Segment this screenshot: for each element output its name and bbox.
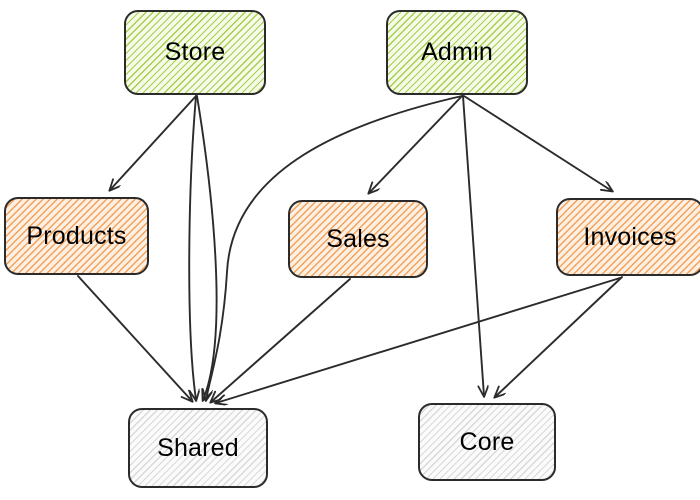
edge-admin-shared — [206, 95, 463, 400]
node-sales-label: Sales — [326, 224, 390, 253]
node-admin[interactable]: Admin — [386, 10, 528, 95]
node-products-label: Products — [26, 221, 127, 250]
node-shared-label: Shared — [157, 433, 239, 462]
edge-store-products — [110, 95, 197, 190]
edge-store-shared-b — [196, 95, 218, 400]
node-sales[interactable]: Sales — [288, 200, 428, 278]
edge-admin-invoices — [463, 95, 612, 191]
node-shared[interactable]: Shared — [128, 408, 268, 488]
edge-admin-sales — [369, 95, 463, 193]
edge-invoices-core — [495, 276, 623, 397]
edge-admin-core — [462, 95, 484, 396]
edge-invoices-shared — [216, 277, 621, 403]
node-core-label: Core — [459, 427, 515, 456]
node-products[interactable]: Products — [4, 197, 149, 275]
node-invoices-label: Invoices — [583, 222, 677, 251]
node-admin-label: Admin — [421, 38, 493, 66]
edge-products-shared — [77, 275, 192, 401]
edge-sales-shared — [211, 278, 351, 402]
node-invoices[interactable]: Invoices — [556, 198, 700, 276]
node-core[interactable]: Core — [418, 403, 556, 481]
node-store[interactable]: Store — [124, 10, 266, 95]
edge-store-shared-a — [188, 95, 196, 400]
node-store-label: Store — [164, 38, 226, 66]
